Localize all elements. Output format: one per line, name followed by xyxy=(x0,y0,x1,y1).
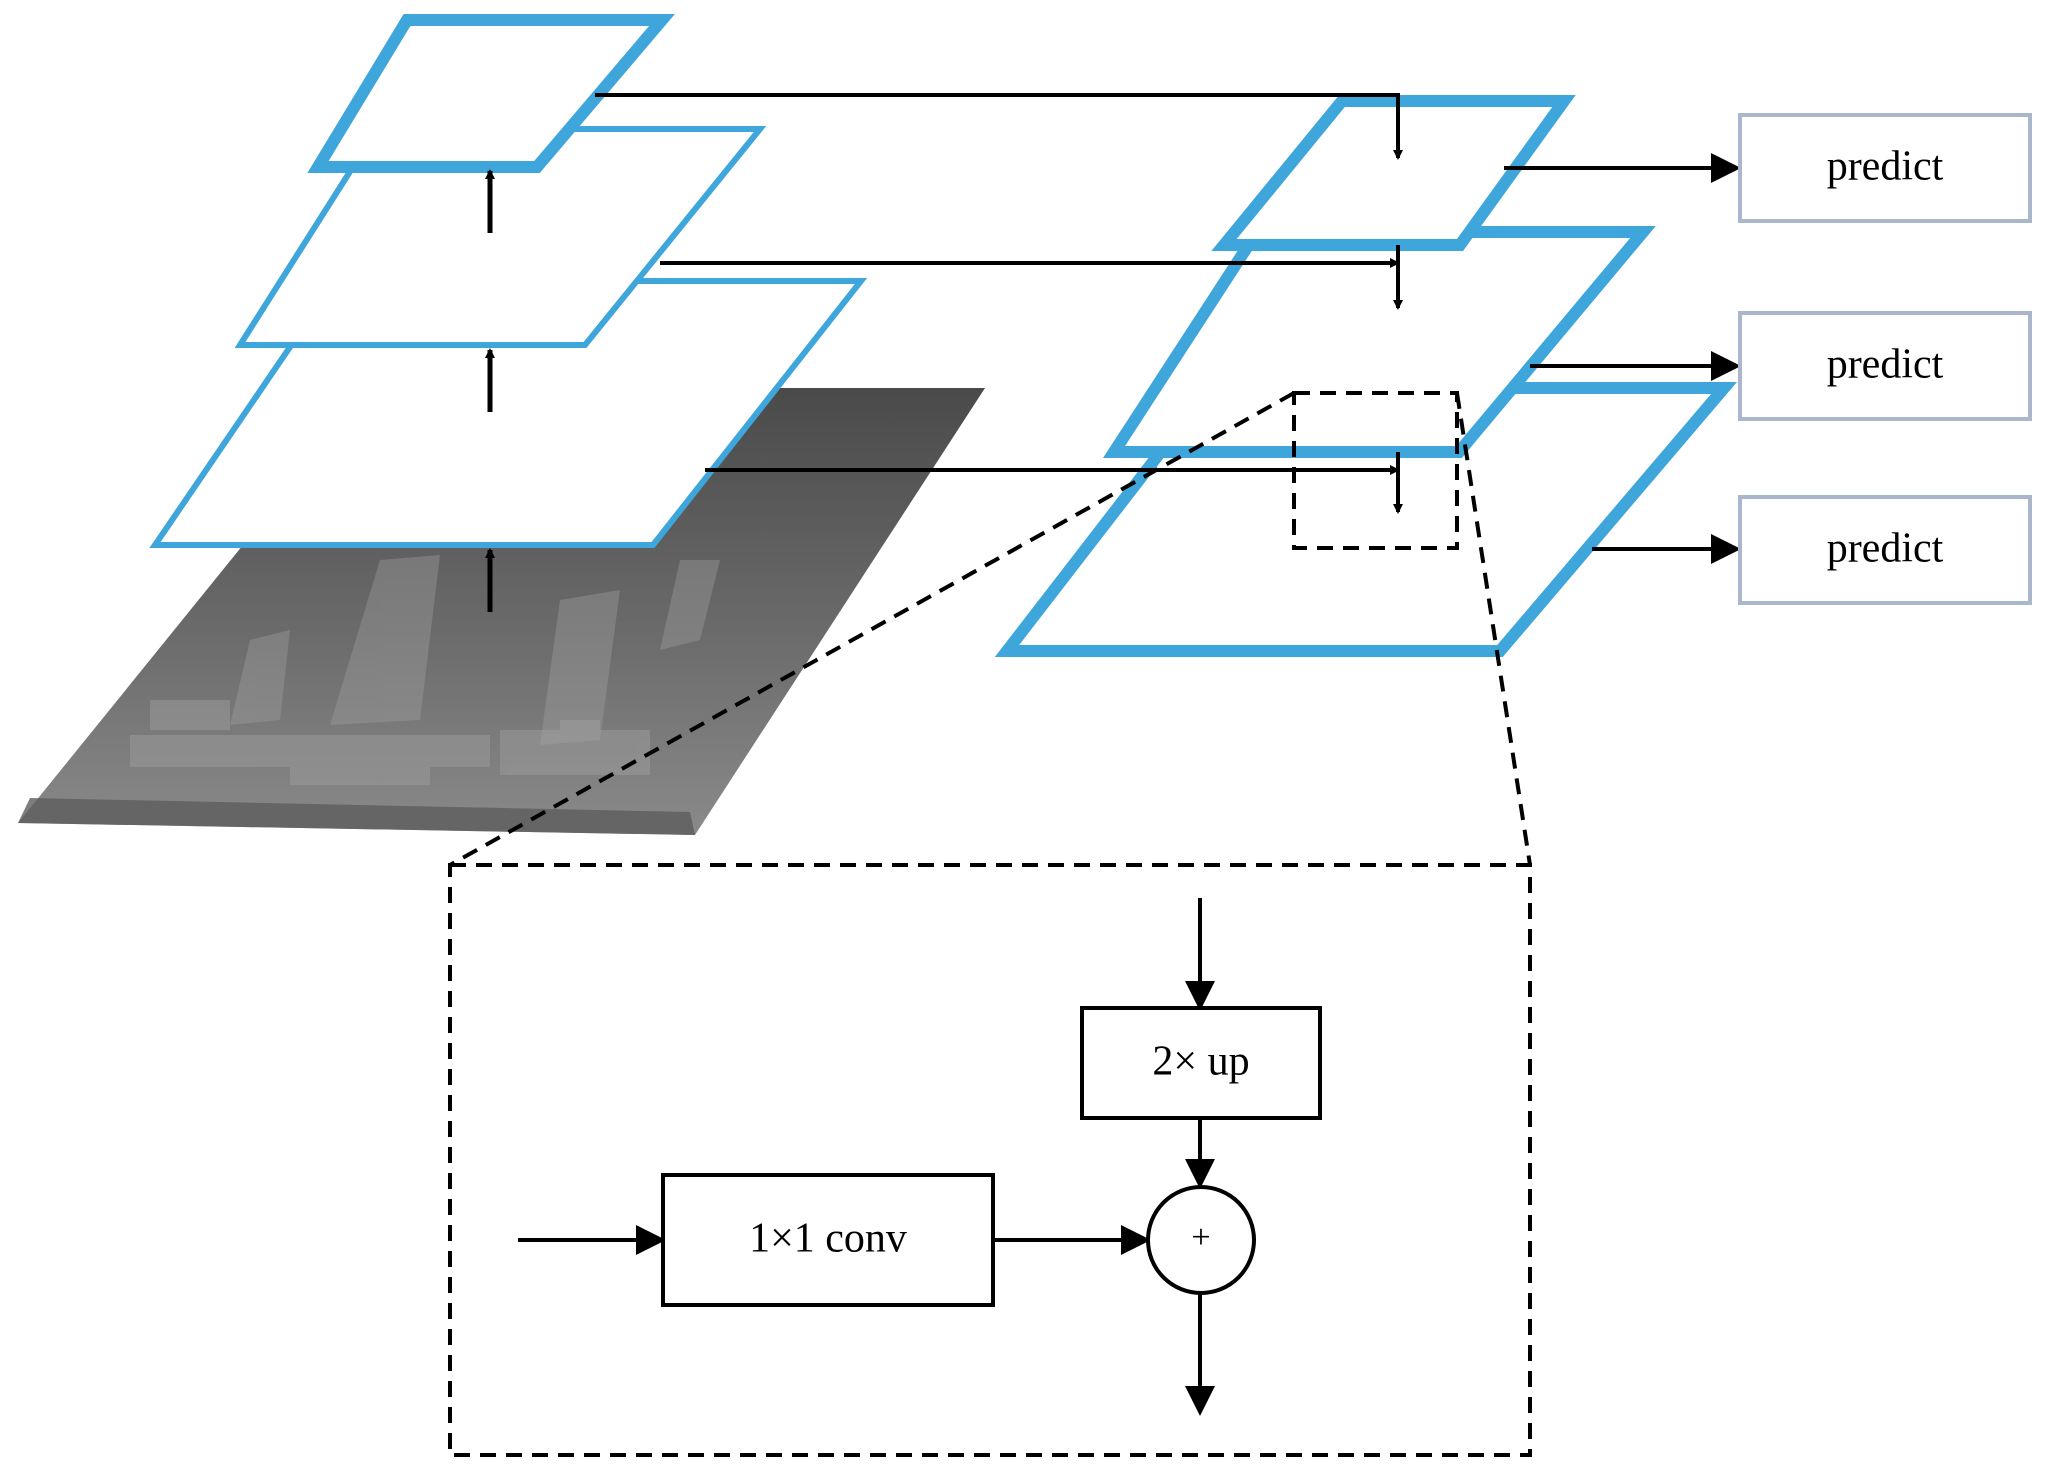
predict-box-2 xyxy=(1738,311,2032,421)
lateral-connection-top xyxy=(595,93,1403,160)
prediction-outputs: predict predict predict xyxy=(1504,113,2032,605)
zoom-source-box xyxy=(1292,391,1459,550)
add-symbol: + xyxy=(1191,1219,1210,1256)
input-image xyxy=(18,388,985,835)
top-down-level-3 xyxy=(1211,95,1576,251)
bottom-up-level-2 xyxy=(234,126,767,348)
predict-label-1: predict xyxy=(1827,144,1944,190)
zoom-region xyxy=(449,391,1532,867)
predict-box-3 xyxy=(1738,495,2032,605)
predict-box-1 xyxy=(1738,113,2032,223)
top-down-pyramid xyxy=(994,95,1737,657)
lateral-connections xyxy=(595,93,1403,475)
upsample-block xyxy=(1080,1006,1322,1120)
bottom-up-level-3 xyxy=(307,14,675,173)
lateral-conv-label: 1×1 conv xyxy=(749,1216,907,1262)
predict-label-3: predict xyxy=(1827,526,1944,572)
merge-detail-panel: 2× up 1×1 conv + xyxy=(448,863,1532,1457)
upsample-label: 2× up xyxy=(1152,1039,1249,1085)
detail-dashed-frame xyxy=(448,863,1532,1457)
predict-label-2: predict xyxy=(1827,342,1944,388)
zoom-guide-right xyxy=(1455,392,1532,866)
bottom-up-pyramid xyxy=(149,14,868,612)
zoom-guide-left xyxy=(449,391,1295,867)
lateral-conv-block xyxy=(661,1173,995,1307)
